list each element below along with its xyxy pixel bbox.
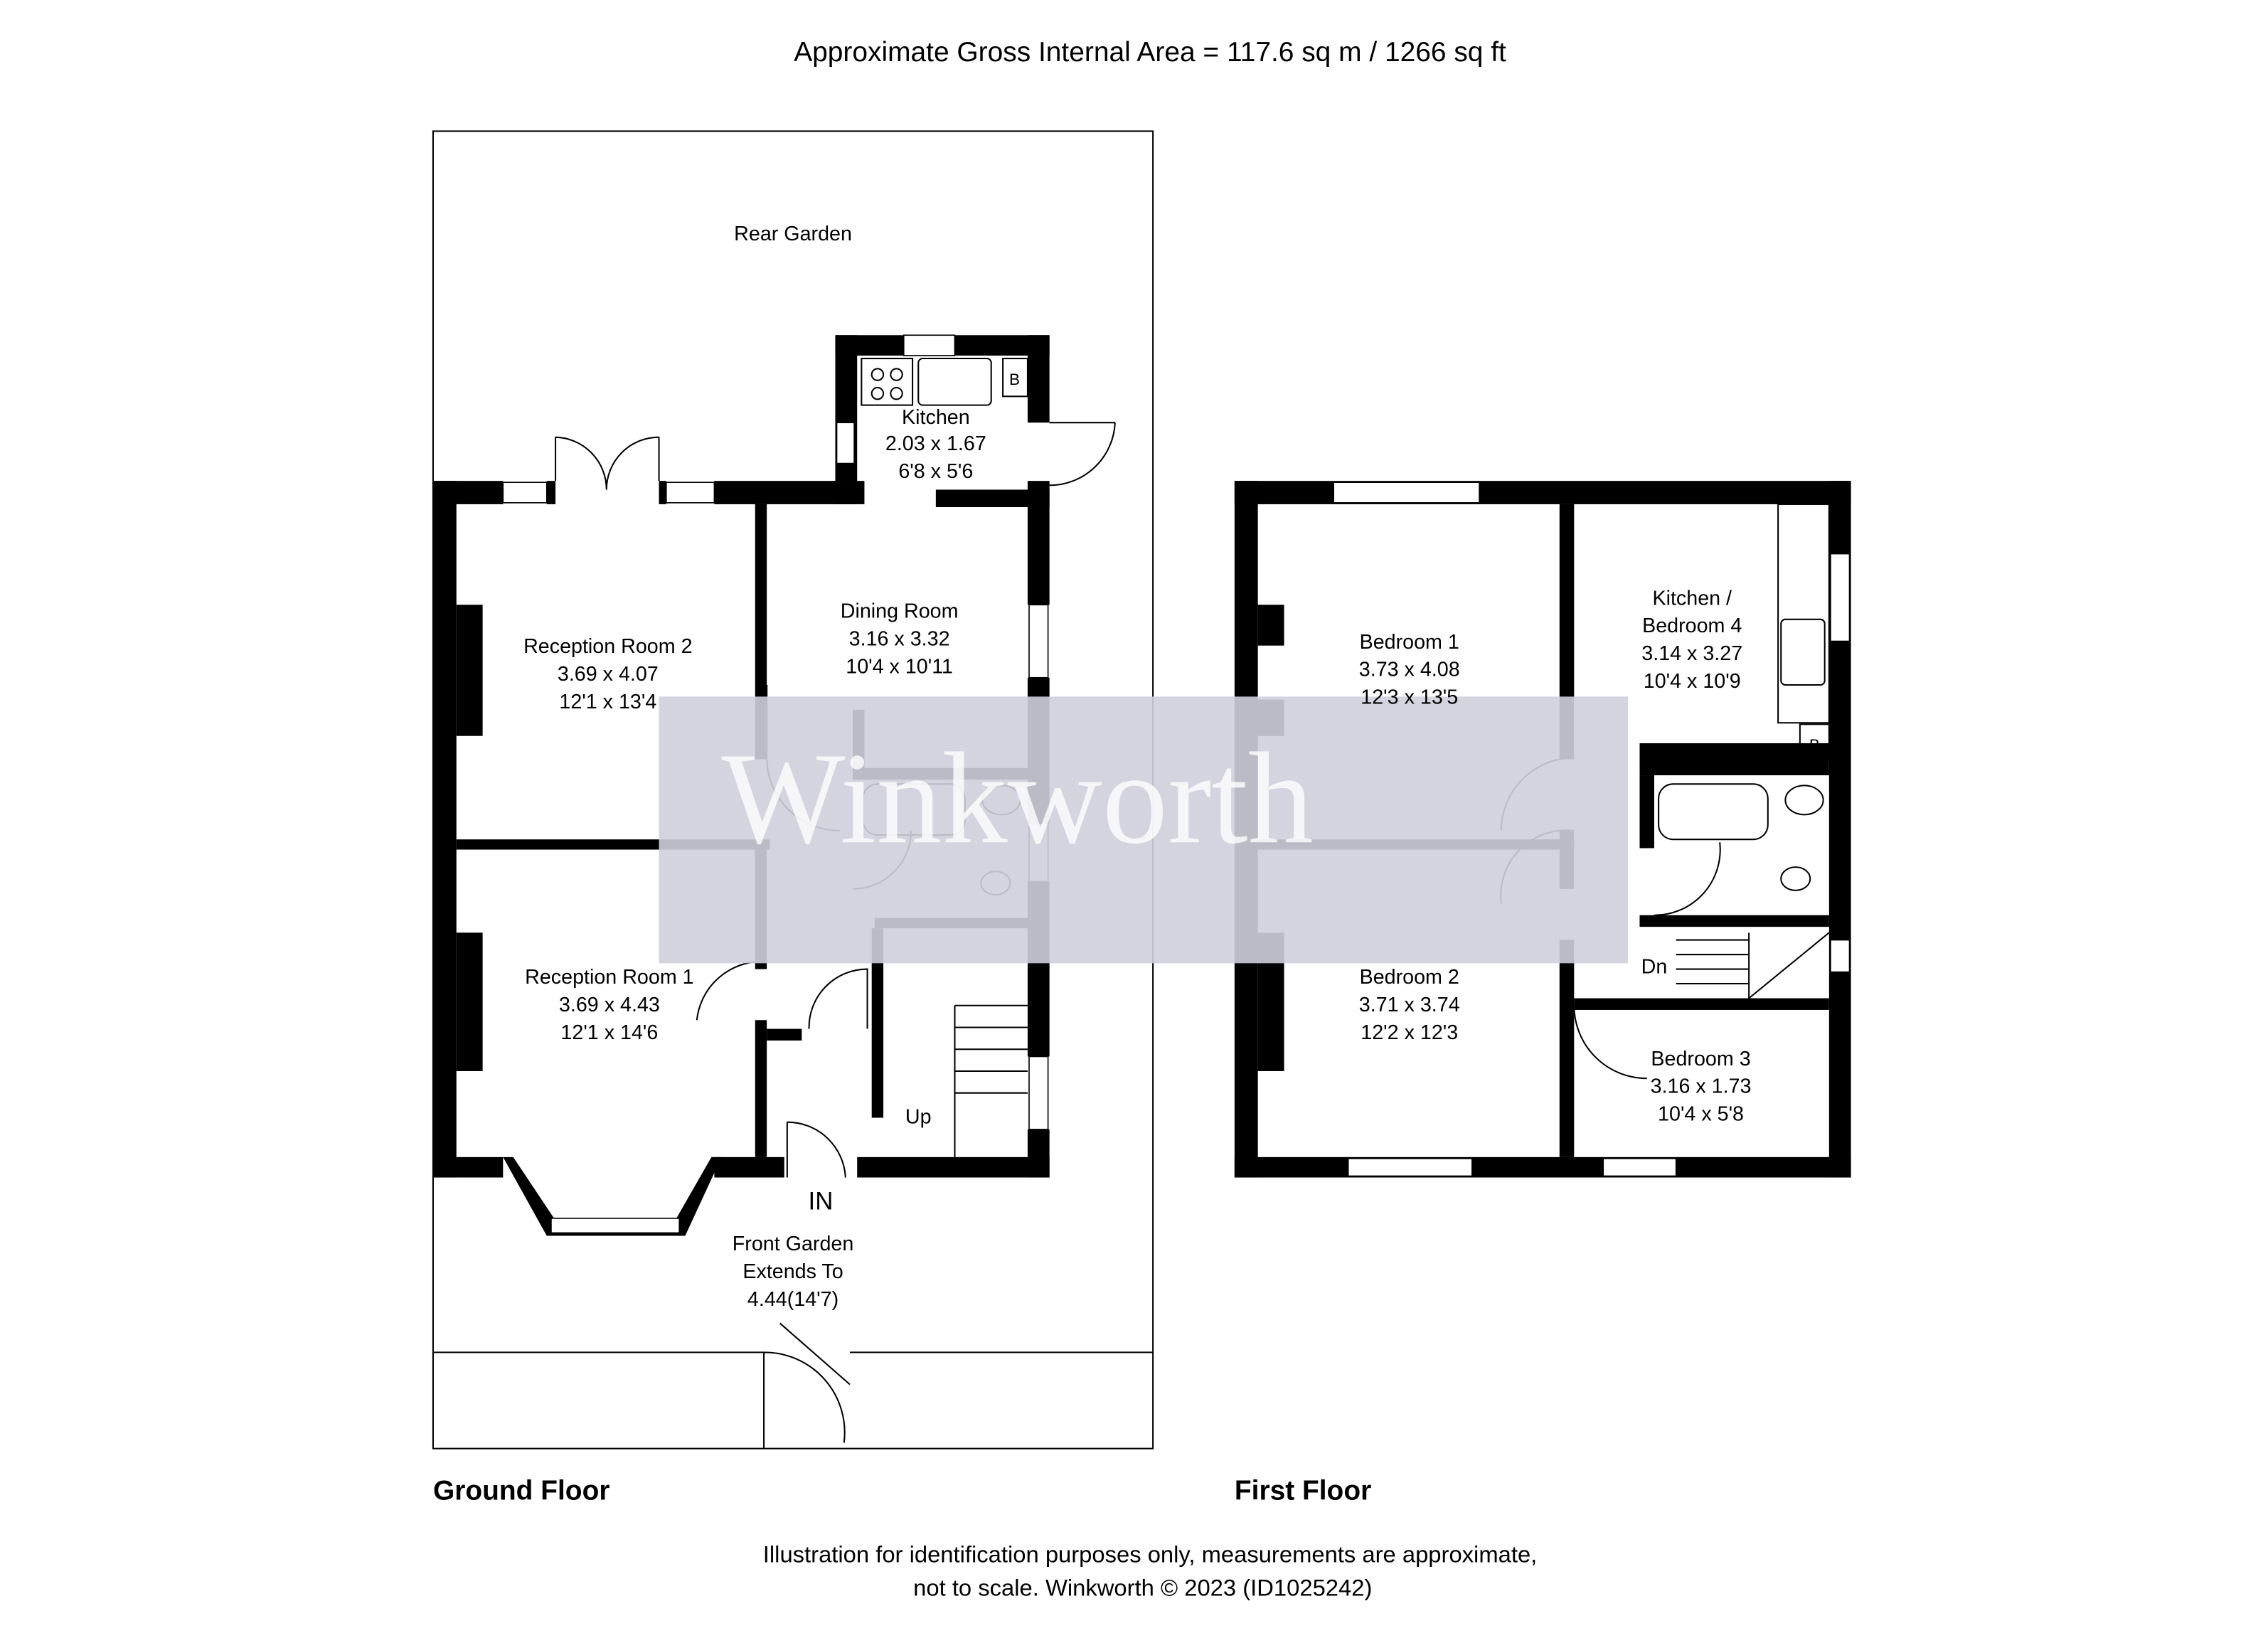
room-name: Kitchen / [1652,587,1732,610]
room-size-metric: 3.14 x 3.27 [1641,642,1742,665]
boiler-box [1002,358,1028,398]
front-garden-line: Extends To [742,1260,843,1283]
window [1347,1158,1473,1177]
room-reception-room-1: Reception Room 1 3.69 x 4.43 12'1 x 14'6 [525,966,693,1044]
room-dining-room: Dining Room 3.16 x 3.32 10'4 x 10'11 [841,600,959,679]
gross-area-title: Approximate Gross Internal Area = 117.6 … [794,37,1506,68]
room-size-imperial: 6'8 x 5'6 [898,460,973,483]
window [1830,939,1851,973]
disclaimer-line-2: not to scale. Winkworth © 2023 (ID102524… [913,1575,1372,1601]
room-size-imperial: 12'1 x 13'4 [559,691,656,713]
room-name: Bedroom 3 [1651,1048,1750,1070]
room-size-metric: 3.69 x 4.43 [559,994,660,1016]
window [836,422,855,464]
sink-icon [1780,618,1826,686]
room-bedroom-1: Bedroom 1 3.73 x 4.08 12'3 x 13'5 [1359,631,1460,709]
room-size-metric: 2.03 x 1.67 [885,432,986,455]
window [550,1218,681,1234]
watermark: Winkworth [659,696,1629,964]
room-name: Dining Room [841,600,959,623]
front-gate [763,1322,851,1449]
ground-floor-label: Ground Floor [433,1475,610,1506]
worktop [1777,503,1830,724]
room-name: Kitchen [902,406,970,429]
room-size-metric: 3.16 x 3.32 [849,628,950,651]
room-reception-room-2: Reception Room 2 3.69 x 4.07 12'1 x 13'4 [523,635,692,713]
bath-icon [1658,783,1769,841]
window [1602,1158,1677,1177]
room-size-metric: 3.71 x 3.74 [1359,994,1460,1016]
room-size-metric: 3.69 x 4.07 [558,663,659,686]
watermark-logo: Winkworth [721,725,1313,871]
staircase [954,1004,1028,1159]
room-size-imperial: 10'4 x 5'8 [1658,1103,1744,1126]
stairs-up-label: Up [905,1106,932,1129]
room-size-imperial: 10'4 x 10'9 [1644,670,1741,693]
room-name: Reception Room 1 [525,966,693,989]
staircase [1676,932,1830,999]
room-name: Bedroom 2 [1360,966,1459,989]
window [665,482,715,504]
window [1028,1055,1049,1130]
room-size-metric: 3.16 x 1.73 [1651,1075,1752,1098]
window [903,334,956,356]
front-garden-line: Front Garden [733,1233,854,1255]
window [1830,553,1851,642]
room-name: Bedroom 4 [1642,615,1742,637]
rear-garden-label: Rear Garden [734,223,852,245]
front-garden-line: 4.44(14'7) [747,1288,838,1311]
front-door [786,1121,846,1178]
boiler-label: B [1009,371,1020,388]
window [1028,604,1049,679]
door [696,961,755,1021]
room-name: Reception Room 2 [523,635,692,658]
room-size-imperial: 12'1 x 14'6 [560,1021,658,1044]
boiler-box [1799,723,1830,762]
room-name: Bedroom 1 [1360,631,1459,654]
first-floor-plan: B Dn [1234,481,1851,1178]
window [502,482,548,504]
room-size-imperial: 12'3 x 13'5 [1361,686,1458,709]
entrance-label: IN [809,1188,834,1216]
toilet-icon [1780,866,1811,891]
hob-icon [861,358,914,406]
room-bedroom-3: Bedroom 3 3.16 x 1.73 10'4 x 5'8 [1651,1048,1752,1126]
french-doors [555,436,660,490]
door [808,968,868,1029]
front-garden-label: Front Garden Extends To 4.44(14'7) [733,1233,854,1311]
sink-icon [917,358,992,406]
disclaimer-line-1: Illustration for identification purposes… [763,1541,1537,1567]
room-kitchen-bedroom-4: Kitchen / Bedroom 4 3.14 x 3.27 10'4 x 1… [1641,587,1742,693]
room-size-metric: 3.73 x 4.08 [1359,659,1460,681]
room-size-imperial: 10'4 x 10'11 [846,656,953,679]
first-floor-label: First Floor [1235,1475,1371,1506]
kitchen-back-door [1049,422,1116,486]
room-bedroom-2: Bedroom 2 3.71 x 3.74 12'2 x 12'3 [1359,966,1460,1044]
stairs-down-label: Dn [1641,956,1668,979]
room-kitchen: Kitchen 2.03 x 1.67 6'8 x 5'6 [885,406,986,483]
basin-icon [1784,785,1824,816]
room-size-imperial: 12'2 x 12'3 [1361,1021,1458,1044]
boiler-label: B [1809,736,1820,754]
window [1333,482,1480,504]
